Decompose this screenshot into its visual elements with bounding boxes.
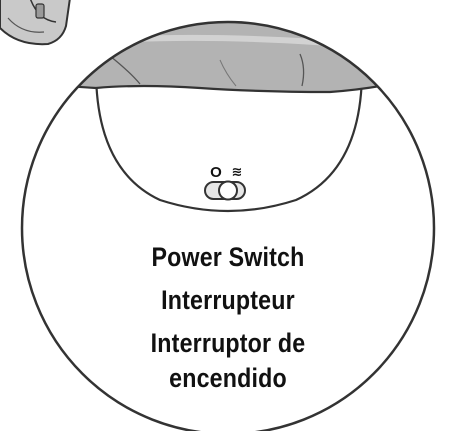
cover-crease <box>109 55 141 85</box>
device-edge-fragment <box>0 0 71 46</box>
label-french: Interrupteur <box>161 285 295 315</box>
wavy-lines-icon: ≋ <box>232 165 243 180</box>
device-dome <box>94 68 364 213</box>
cover-crease <box>299 53 305 87</box>
switch-knob[interactable] <box>218 180 238 201</box>
power-off-circle-icon: O <box>210 164 222 181</box>
cover-crease <box>219 59 237 87</box>
label-spanish-line2: encendido <box>169 363 287 393</box>
label-english: Power Switch <box>151 242 305 272</box>
label-spanish-line1: Interruptor de <box>150 328 306 358</box>
power-switch-toggle[interactable] <box>204 180 246 201</box>
